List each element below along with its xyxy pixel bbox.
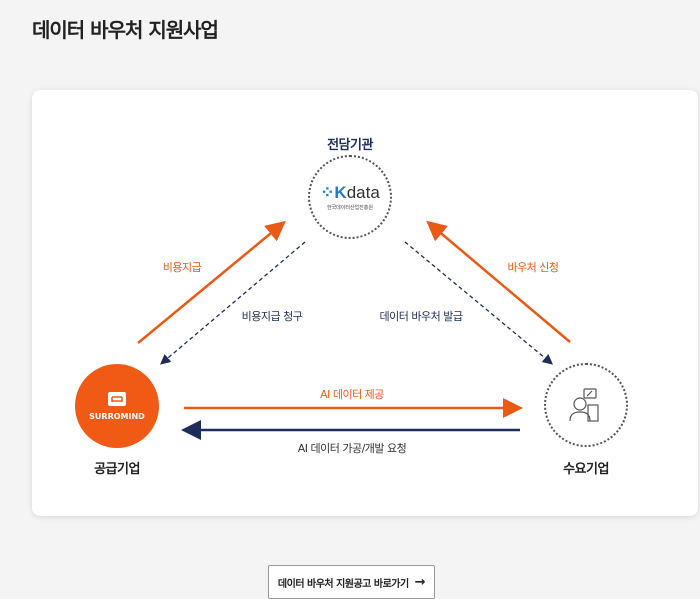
voucher-apply-label: 바우처 신청 [507,261,559,274]
voucher-notice-button-label: 데이터 바우처 지원공고 바로가기 [277,578,409,590]
demand-circle [544,363,628,447]
voucher-issue-arrow [404,241,554,365]
agency-label: 전담기관 [327,138,373,153]
page-title: 데이터 바우처 지원사업 [32,18,219,42]
supplier-label: 공급기업 [94,462,140,477]
supplier-logo-text: SURROMIND [89,411,145,421]
kdata-logo: ⁘Kdata [320,183,380,202]
agency-circle: ⁘Kdata 한국데이터산업진흥원 [308,155,392,239]
demand-label: 수요기업 [563,462,609,477]
payment-label: 비용지급 [162,261,202,274]
arrow-right-icon: → [414,574,426,590]
payment-arrow [137,220,286,344]
payment-request-label: 비용지급 청구 [241,310,303,323]
voucher-apply-arrow [426,220,571,343]
voucher-notice-button[interactable]: 데이터 바우처 지원공고 바로가기 → [268,565,435,599]
voucher-issue-label: 데이터 바우처 발급 [379,310,463,323]
ai-provide-label: AI 데이터 제공 [320,388,384,401]
surromind-logo-icon [108,391,126,406]
business-person-icon [569,388,599,422]
payment-request-arrow [160,241,306,365]
kdata-logo-sub: 한국데이터산업진흥원 [326,205,373,211]
supplier-circle: SURROMIND [75,364,159,448]
ai-request-label: AI 데이터 가공/개발 요청 [297,442,407,455]
